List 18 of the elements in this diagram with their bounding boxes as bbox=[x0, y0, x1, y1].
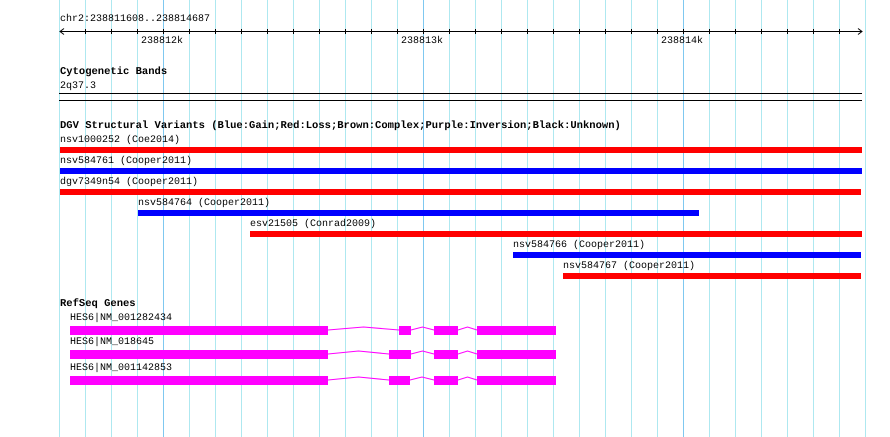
variant-label: nsv584767 (Cooper2011) bbox=[563, 261, 696, 272]
variant-label: nsv584764 (Cooper2011) bbox=[138, 198, 270, 209]
variant-label: esv21505 (Conrad2009) bbox=[250, 219, 376, 230]
track-title: DGV Structural Variants (Blue:Gain;Red:Loss;Brown:Complex;Purple:Inversion;Black:Unknown) bbox=[60, 121, 621, 132]
tick-label: 238813k bbox=[401, 36, 443, 47]
coordinate-range: chr2:238811608..238814687 bbox=[60, 14, 210, 25]
variant-label: nsv584761 (Cooper2011) bbox=[60, 156, 192, 167]
tick-label: 238814k bbox=[661, 36, 703, 47]
transcript-label: HES6|NM_001282434 bbox=[70, 313, 172, 324]
track-title: RefSeq Genes bbox=[60, 299, 136, 310]
transcript-label: HES6|NM_018645 bbox=[70, 337, 154, 348]
variant-label: nsv1000252 (Coe2014) bbox=[60, 135, 180, 146]
track-title: Cytogenetic Bands bbox=[60, 67, 168, 78]
tick-label: 238812k bbox=[141, 36, 183, 47]
variant-label: nsv584766 (Cooper2011) bbox=[513, 240, 646, 251]
variant-label: dgv7349n54 (Cooper2011) bbox=[60, 177, 198, 188]
transcript-label: HES6|NM_001142853 bbox=[70, 363, 172, 374]
band-label: 2q37.3 bbox=[60, 81, 96, 92]
